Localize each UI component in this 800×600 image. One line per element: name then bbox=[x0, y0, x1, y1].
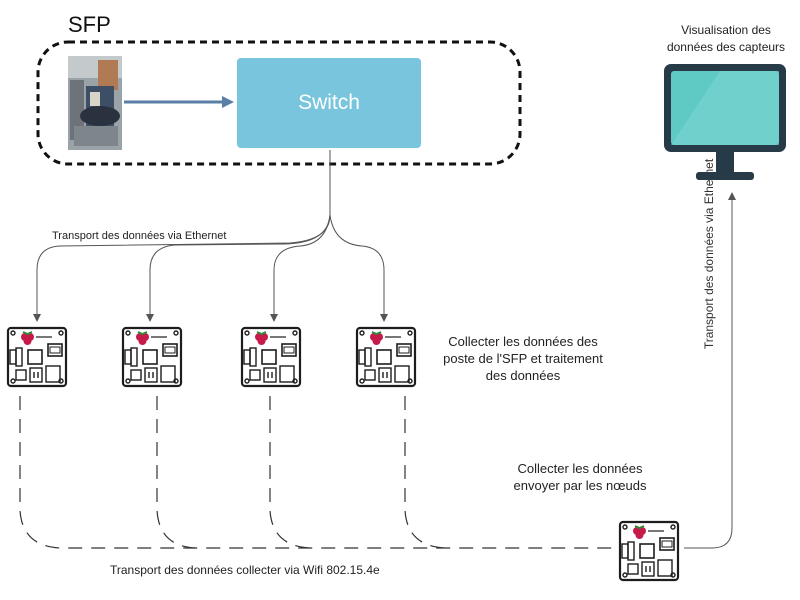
switch-box: Switch bbox=[237, 58, 421, 148]
wifi-link-1 bbox=[19, 396, 612, 549]
wifi-link-3 bbox=[269, 396, 311, 549]
machine-photo bbox=[68, 56, 122, 150]
label-collect-line-3: des données bbox=[485, 368, 561, 383]
ethernet-branch-4 bbox=[329, 214, 388, 322]
wifi-link-4 bbox=[404, 396, 446, 549]
label-collect-nodes: Collecter les données envoyer par les nœ… bbox=[500, 460, 660, 494]
ethernet-branch-3 bbox=[270, 214, 331, 322]
label-ethernet-transport: Transport des données via Ethernet bbox=[52, 230, 227, 242]
sfp-boundary bbox=[36, 40, 522, 166]
label-visu-line-1: Visualisation des bbox=[681, 23, 771, 37]
raspberry-pi-node-3 bbox=[240, 326, 302, 388]
raspberry-pi-gateway bbox=[618, 520, 680, 582]
label-collect2-line-1: Collecter les données bbox=[517, 461, 643, 476]
label-collect-line-2: poste de l'SFP et traitement bbox=[443, 351, 603, 366]
label-visualisation: Visualisation des données des capteurs bbox=[656, 22, 796, 56]
gateway-to-monitor-link bbox=[684, 192, 736, 549]
ethernet-branch-2 bbox=[146, 214, 331, 322]
label-collect2-line-2: envoyer par les nœuds bbox=[513, 478, 647, 493]
label-collect-line-1: Collecter les données des bbox=[448, 334, 598, 349]
sfp-title: SFP bbox=[68, 12, 111, 37]
label-collect-sfp: Collecter les données des poste de l'SFP… bbox=[433, 333, 613, 384]
raspberry-pi-node-2 bbox=[121, 326, 183, 388]
label-visu-line-2: données des capteurs bbox=[666, 40, 786, 54]
raspberry-pi-node-4 bbox=[355, 326, 417, 388]
label-wifi-transport: Transport des données collecter via Wifi… bbox=[110, 563, 380, 577]
monitor-icon bbox=[660, 60, 790, 182]
switch-label: Switch bbox=[298, 91, 360, 114]
raspberry-pi-node-1 bbox=[6, 326, 68, 388]
wifi-link-2 bbox=[156, 396, 196, 549]
label-ethernet-vertical: Transport des données via Ethernet bbox=[702, 158, 716, 350]
